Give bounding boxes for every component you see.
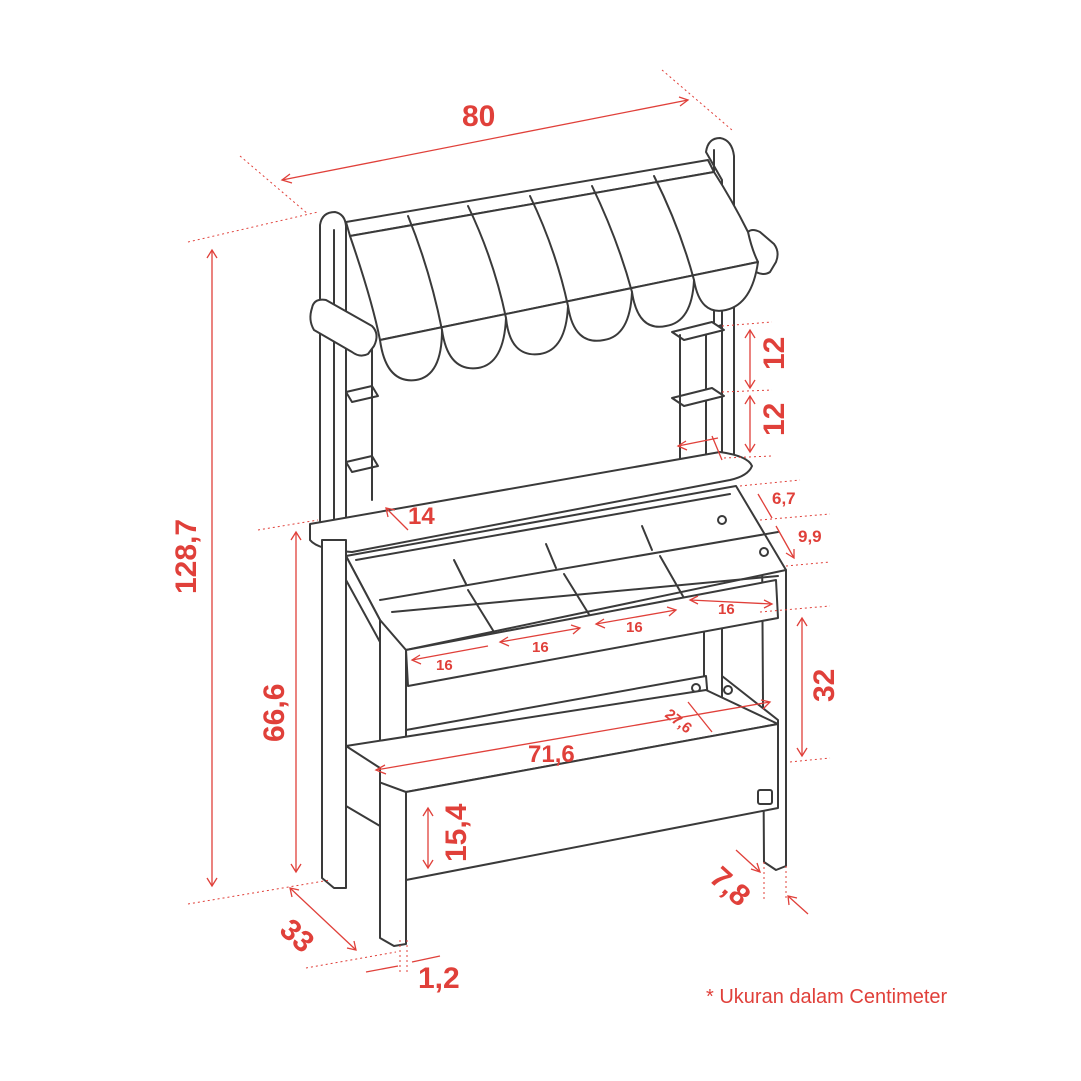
label-panel-thickness: 1,2 bbox=[418, 962, 460, 995]
label-bin-width-front-1: 16 bbox=[436, 657, 453, 674]
label-leg-width: 7,8 bbox=[703, 861, 756, 913]
left-side-shelf-bottom bbox=[345, 455, 379, 473]
label-side-shelf-depth: 14 bbox=[408, 503, 435, 530]
label-counter-height: 66,6 bbox=[258, 684, 291, 742]
front-board bbox=[405, 723, 779, 881]
dimension-lines bbox=[187, 69, 831, 975]
left-side-apron bbox=[345, 555, 381, 643]
label-bin-width-back-1: 16 bbox=[626, 619, 643, 636]
label-side-shelf-gap-bottom: 12 bbox=[758, 403, 791, 436]
left-awning-bracket bbox=[309, 298, 378, 357]
market-stall-drawing bbox=[309, 137, 787, 947]
label-width-total: 80 bbox=[462, 100, 495, 133]
label-bin-front-height: 9,9 bbox=[798, 527, 822, 546]
awning-canopy bbox=[349, 171, 759, 382]
left-side-shelf-top bbox=[345, 385, 379, 403]
left-side-lower-panel bbox=[345, 745, 381, 827]
label-bin-width-front-2: 16 bbox=[532, 639, 549, 656]
left-back-leg bbox=[321, 539, 347, 889]
label-lower-gap: 32 bbox=[808, 669, 841, 702]
label-depth: 33 bbox=[273, 913, 320, 960]
label-front-board-height: 15,4 bbox=[440, 803, 473, 862]
label-height-total: 128,7 bbox=[170, 519, 203, 594]
label-inner-width: 71,6 bbox=[528, 741, 575, 768]
front-board-latch bbox=[757, 789, 773, 805]
label-bin-back-height: 6,7 bbox=[772, 489, 796, 508]
units-note: * Ukuran dalam Centimeter bbox=[706, 986, 948, 1008]
label-bin-width-back-2: 16 bbox=[718, 601, 735, 618]
label-side-shelf-gap-top: 12 bbox=[758, 337, 791, 370]
